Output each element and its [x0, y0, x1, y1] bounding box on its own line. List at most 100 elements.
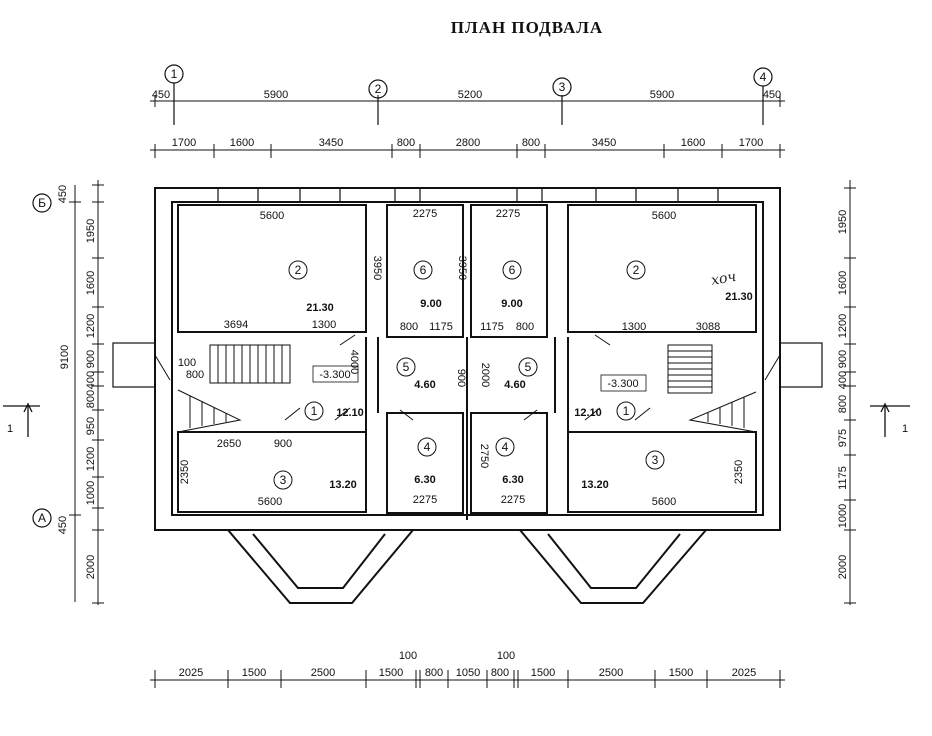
dim-text: 2350 [179, 460, 191, 484]
dim-text: 1500 [669, 667, 693, 679]
dim-text: 1950 [837, 210, 849, 234]
room-number: 4 [424, 440, 431, 454]
dim-text: 5200 [458, 89, 482, 101]
dim-text: 9100 [59, 345, 71, 369]
room-number: 5 [525, 360, 532, 374]
dim-text: 5600 [260, 210, 284, 222]
building-walls [112, 187, 823, 604]
top-dimension-line-1 [150, 95, 785, 107]
bottom-dimension-chain [150, 670, 785, 688]
section-mark-label: 1 [7, 423, 13, 435]
room-number: 3 [652, 453, 659, 467]
dim-text: 2000 [479, 363, 491, 387]
dim-text: 1200 [85, 314, 97, 338]
room-number: 1 [623, 404, 630, 418]
dim-text: 900 [837, 350, 849, 368]
dim-text: 5600 [258, 496, 282, 508]
axis-label-3: 3 [559, 80, 566, 94]
dim-text: 2275 [496, 208, 520, 220]
dim-text: 400 [837, 371, 849, 389]
dim-text: 1600 [230, 137, 254, 149]
room-number: 2 [295, 263, 302, 277]
dim-text: 3450 [319, 137, 343, 149]
section-mark-label: 1 [902, 423, 908, 435]
room-area: 12.10 [574, 407, 602, 419]
room-area: 12.10 [336, 407, 364, 419]
dim-text: 1950 [85, 219, 97, 243]
dim-text: 3694 [224, 319, 248, 331]
room-number: 6 [420, 263, 427, 277]
dim-text: 975 [837, 429, 849, 447]
dim-text: 1175 [837, 466, 849, 490]
dim-text: 900 [455, 369, 467, 387]
dim-text: 1175 [429, 321, 453, 333]
dim-text: 1050 [456, 667, 480, 679]
room-number: 3 [280, 473, 287, 487]
dim-text: 1700 [172, 137, 196, 149]
room-area: 21.30 [306, 302, 334, 314]
room-area: 9.00 [501, 298, 522, 310]
axis-circle-B [32, 193, 52, 213]
dim-text: 2750 [478, 444, 490, 468]
dim-text: 450 [763, 89, 781, 101]
section-mark-left [3, 402, 40, 437]
handwritten-note: хоч [710, 269, 737, 289]
dim-text: 950 [85, 417, 97, 435]
room-area: 9.00 [420, 298, 441, 310]
axis-label-B: Б [38, 196, 46, 210]
dim-text: 3088 [696, 321, 720, 333]
dim-text: 1200 [85, 447, 97, 471]
dim-text: 2500 [599, 667, 623, 679]
dim-text: 800 [186, 369, 204, 381]
dim-text: 800 [85, 390, 97, 408]
dim-text: 2275 [501, 494, 525, 506]
right-dimension-chain [844, 180, 856, 605]
dim-text: 900 [85, 350, 97, 368]
room-area: 4.60 [504, 379, 525, 391]
room-number: 5 [403, 360, 410, 374]
room-area: 6.30 [414, 474, 435, 486]
dim-text: 2000 [837, 555, 849, 579]
room-circles [273, 260, 665, 490]
dim-text: 800 [400, 321, 418, 333]
dim-text: 100 [497, 650, 515, 662]
dim-text: 1300 [622, 321, 646, 333]
dim-text: 1600 [837, 271, 849, 295]
dim-text: 800 [491, 667, 509, 679]
dim-text: 800 [425, 667, 443, 679]
dim-text: 1175 [480, 321, 504, 333]
dim-text: 450 [57, 516, 69, 534]
dim-text: 2500 [311, 667, 335, 679]
room-number: 6 [509, 263, 516, 277]
axis-label-4: 4 [760, 70, 767, 84]
dim-text: 800 [397, 137, 415, 149]
level-box-right [600, 374, 647, 392]
room-number: 2 [633, 263, 640, 277]
dim-text: 1000 [837, 504, 849, 528]
dim-text: 2650 [217, 438, 241, 450]
room-area: 13.20 [329, 479, 357, 491]
page-title: ПЛАН ПОДВАЛА [450, 18, 604, 37]
room-area: 6.30 [502, 474, 523, 486]
axis-markers [32, 64, 773, 528]
dim-text: 1600 [85, 271, 97, 295]
dim-text: 2350 [733, 460, 745, 484]
dim-text: 100 [178, 357, 196, 369]
dim-text: 800 [522, 137, 540, 149]
dim-text: 5600 [652, 496, 676, 508]
dim-text: 2000 [85, 555, 97, 579]
dim-text: 5900 [264, 89, 288, 101]
dim-text: 1000 [85, 481, 97, 505]
dim-text: 3950 [371, 256, 383, 280]
dim-text: 3950 [456, 256, 468, 280]
dim-text: 2025 [179, 667, 203, 679]
dim-text: 1600 [681, 137, 705, 149]
room-area: 21.30 [725, 291, 753, 303]
door-swings [154, 334, 781, 421]
staircase-right [667, 344, 757, 433]
floor-level-mark: -3.300 [319, 369, 350, 381]
dim-text: 1500 [531, 667, 555, 679]
section-mark-right [870, 402, 910, 437]
axis-label-2: 2 [375, 82, 382, 96]
